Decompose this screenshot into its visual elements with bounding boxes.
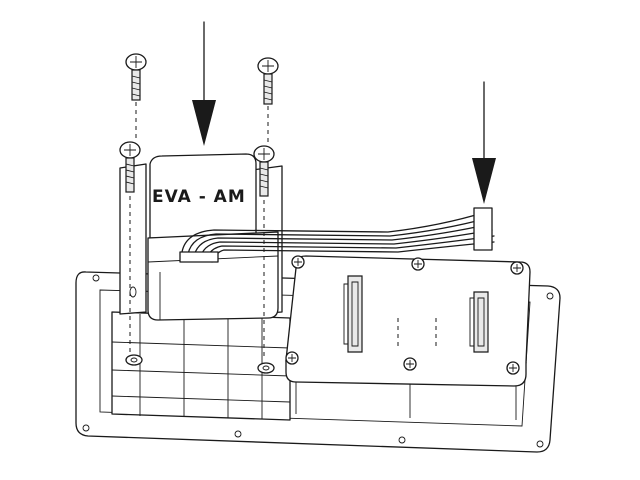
board-screw <box>291 255 305 269</box>
arrow-board <box>472 81 496 204</box>
connector-left <box>343 275 363 353</box>
alignment-lines <box>129 102 269 360</box>
wire-bundle <box>179 207 495 263</box>
screw-mid-left <box>119 141 141 193</box>
transformer: EVA - AM <box>119 153 283 321</box>
connector-right <box>469 291 489 353</box>
board-screw <box>510 261 524 275</box>
grid-housing <box>111 311 291 421</box>
board-screw <box>285 351 299 365</box>
board-screw <box>506 361 520 375</box>
screw-top-left <box>125 53 147 101</box>
screw-mid-right <box>253 145 275 197</box>
transformer-label: EVA - AM <box>152 187 246 207</box>
circuit-board <box>285 255 531 420</box>
arrow-transformer <box>192 21 216 146</box>
board-screw <box>403 357 417 371</box>
board-screw <box>411 257 425 271</box>
screw-top-right <box>257 57 279 105</box>
